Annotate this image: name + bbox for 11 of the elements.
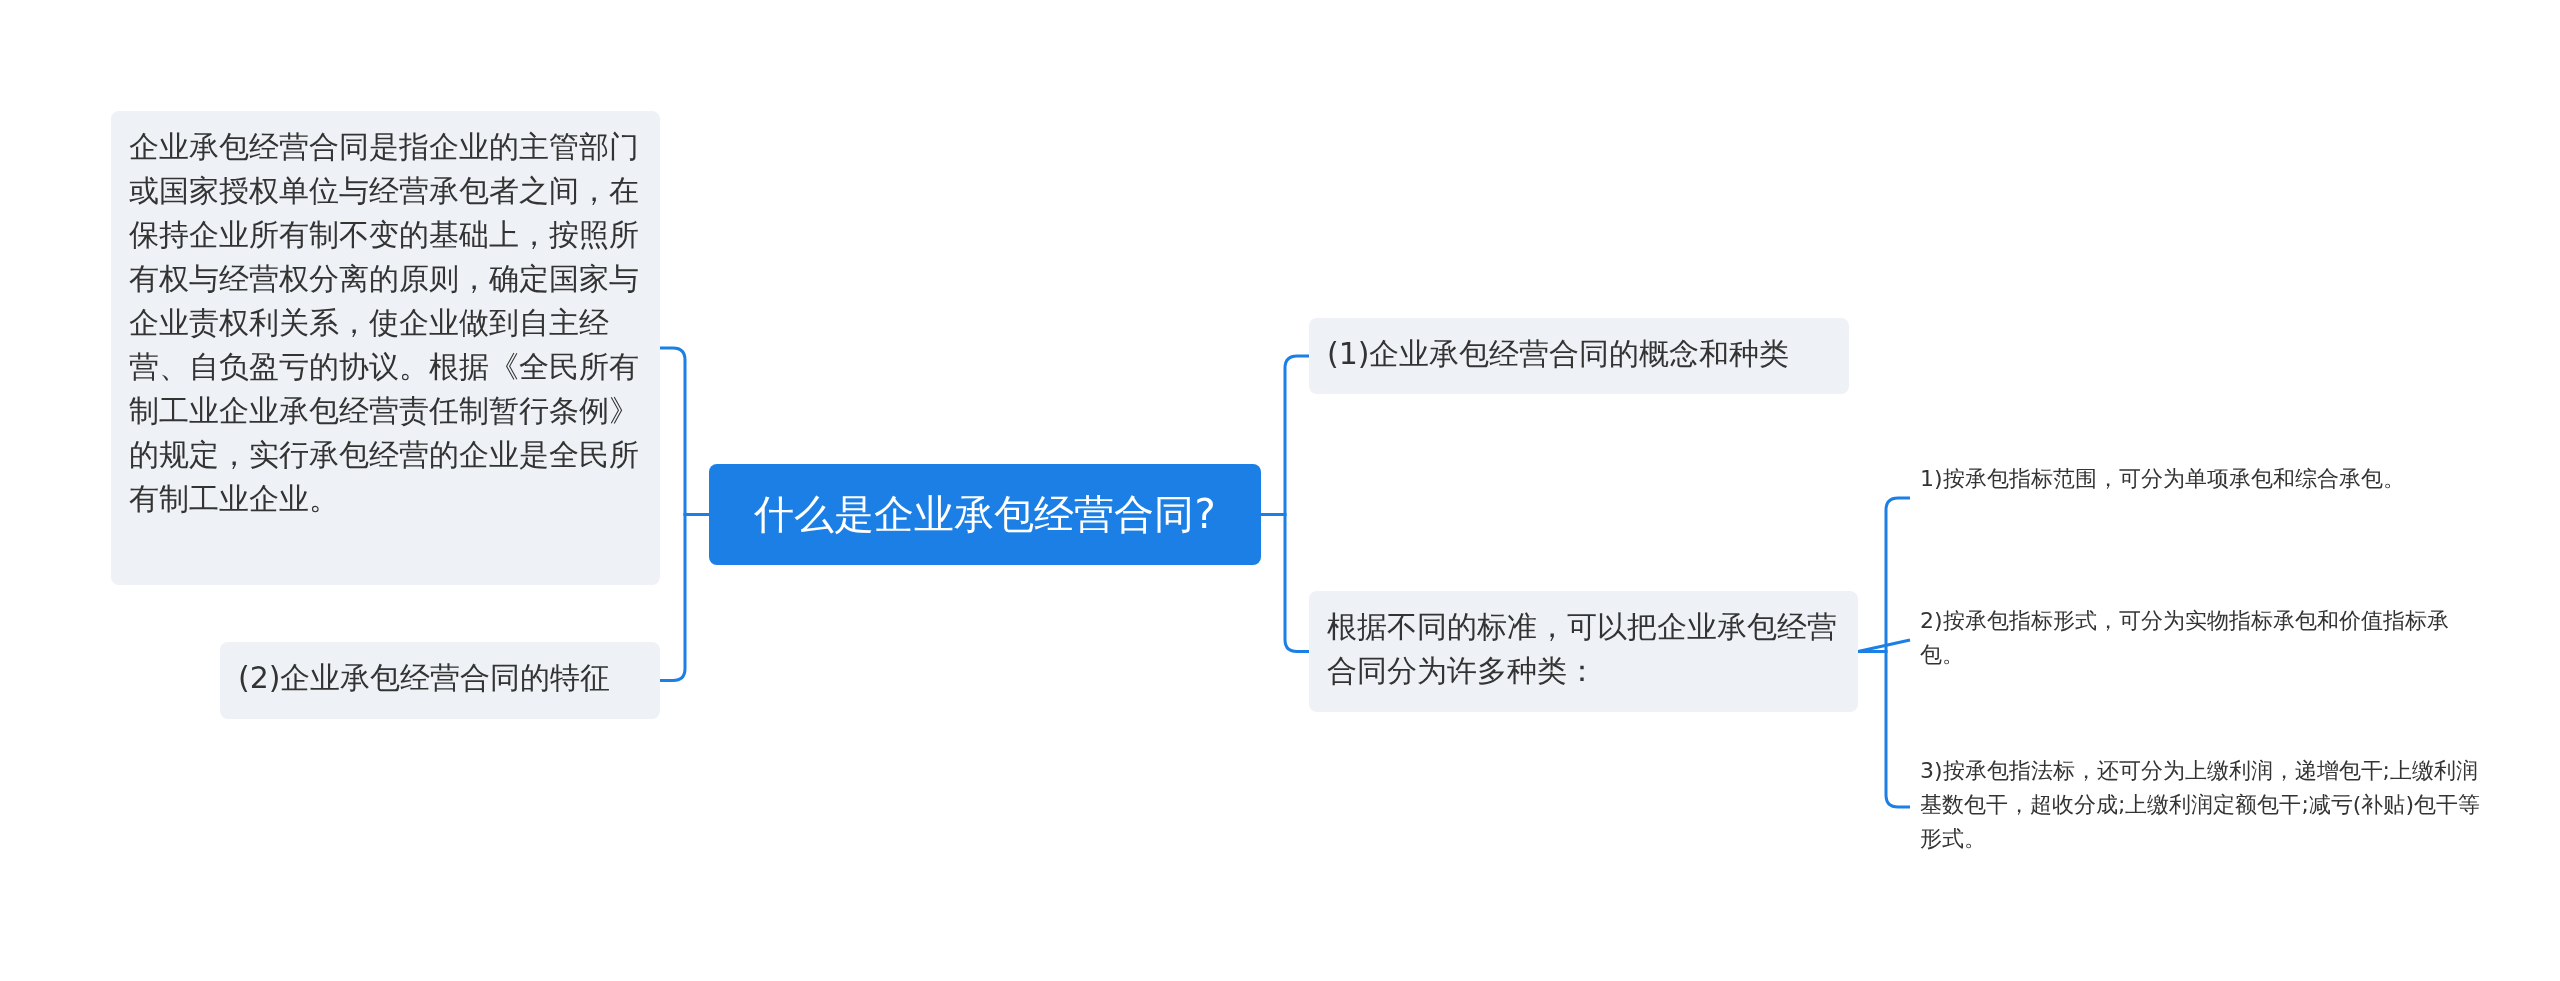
topic-box: (1)企业承包经营合同的概念和种类	[1309, 318, 1849, 394]
topic-box: (2)企业承包经营合同的特征	[220, 642, 660, 719]
leaf-text: 3)按承包指法标，还可分为上缴利润，递增包干;上缴利润基数包干，超收分成;上缴利润定额包干;减亏(补贴)包干等形式。	[1910, 754, 2480, 860]
connector-line	[1261, 513, 1309, 653]
connector-line	[660, 513, 709, 682]
connector-line	[1857, 638, 1911, 653]
leaf-text: 2)按承包指标形式，可分为实物指标承包和价值指标承包。	[1910, 604, 2480, 676]
central-topic-box: 什么是企业承包经营合同?	[709, 464, 1261, 565]
topic-box: 企业承包经营合同是指企业的主管部门或国家授权单位与经营承包者之间，在保持企业所有制不变的基础上，按照所有权与经营权分离的原则，确定国家与企业责权利关系，使企业做到自主经营、自负盈亏的协议。根据《全民所有制工业企业承包经营责任制暂行条例》的规定，实行承包经营的企业是全民所有制工业企业。	[111, 111, 660, 585]
leaf-text: 1)按承包指标范围，可分为单项承包和综合承包。	[1910, 462, 2480, 534]
topic-box: 根据不同的标准，可以把企业承包经营合同分为许多种类：	[1309, 591, 1858, 712]
